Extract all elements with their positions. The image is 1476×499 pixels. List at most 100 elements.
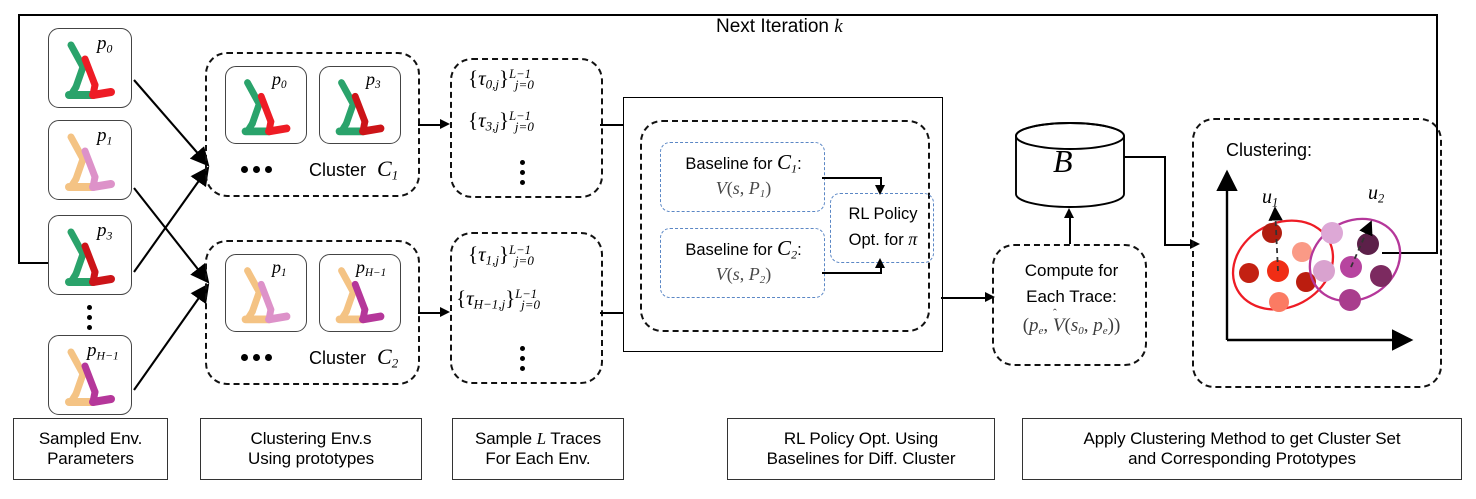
c1-to-traces-arrowhead: [440, 119, 450, 129]
cluster2-ellipsis: [241, 354, 272, 361]
caption-line1-post: Traces: [545, 428, 602, 448]
env-label-p3: p3: [97, 220, 113, 243]
baseline2-title: Baseline for C2:: [685, 236, 802, 262]
caption-line1: Clustering Env.s: [250, 428, 372, 448]
caption-line1: Apply Clustering Method to get Cluster S…: [1083, 428, 1401, 448]
walker-icon-c2-p1: [241, 267, 291, 324]
cluster1-env-box-p0[interactable]: p0: [225, 66, 307, 144]
page-title: Next Iteration k: [708, 16, 851, 38]
loop-left-line: [18, 14, 21, 264]
env-label-pH-1: pH−1: [87, 340, 119, 363]
caption-line2: Baselines for Diff. Cluster: [766, 449, 956, 468]
cluster2-env-box-p1[interactable]: p1: [225, 254, 307, 332]
caption-line2: For Each Env.: [485, 449, 591, 468]
trace-set-0: {τ0,j}L−1j=0: [468, 66, 534, 92]
buffer-to-clustering-arrowhead: [1190, 239, 1200, 249]
loop-right-bottom-line: [1382, 252, 1438, 255]
caption-line2: Using prototypes: [248, 449, 374, 468]
cluster2-env-box-pH-1[interactable]: pH−1: [319, 254, 401, 332]
caption-clustering-envs: Clustering Env.s Using prototypes: [200, 418, 422, 480]
compute-to-buffer-line: [1069, 214, 1072, 244]
caption-line1: RL Policy Opt. Using: [783, 428, 939, 448]
caption-sampled-env-parameters: Sampled Env. Parameters: [13, 418, 168, 480]
loop-top-line: [18, 14, 1438, 17]
baseline1-title: Baseline for C1:: [685, 150, 802, 176]
env-to-cluster-arrows: [133, 79, 210, 391]
traces-box-group2[interactable]: {τ1,j}L−1j=0 {τH−1,j}L−1j=0: [450, 232, 603, 384]
rl-to-compute-line: [941, 297, 989, 300]
page-title-text: Next Iteration: [716, 16, 835, 37]
env-list-ellipsis: [87, 305, 92, 330]
caption-rl-policy-opt: RL Policy Opt. Using Baselines for Diff.…: [727, 418, 995, 480]
env-label-p1: p1: [97, 125, 113, 148]
walker-icon-c1-p0: [241, 79, 291, 136]
env-box-p3[interactable]: p3: [48, 215, 132, 295]
c2-to-traces-line: [418, 312, 444, 315]
trace-set-3: {τ3,j}L−1j=0: [468, 108, 534, 134]
walker-icon-p3: [65, 228, 115, 286]
caption-line2: Parameters: [47, 449, 134, 468]
clustering-box[interactable]: [1192, 118, 1442, 388]
caption-sample-traces: Sample L Traces For Each Env.: [452, 418, 624, 480]
cluster1-ellipsis: [241, 166, 272, 173]
cluster1-env-label-p3: p3: [366, 69, 381, 92]
cluster-box-C1[interactable]: p0 p3 Cluster C1: [205, 52, 420, 197]
baseline-box-C2[interactable]: Baseline for C2: V(s, P2): [660, 228, 825, 298]
caption-line1-symbol: L: [536, 428, 546, 448]
traces-group1-ellipsis: [520, 160, 525, 185]
baseline1-to-policy-down: [880, 177, 883, 187]
walker-icon-c2-pH-1: [335, 267, 385, 324]
c2-to-traces-arrowhead: [440, 307, 450, 317]
cluster-box-C2[interactable]: p1 pH−1 Cluster C2: [205, 240, 420, 385]
trace-set-1: {τ1,j}L−1j=0: [468, 242, 534, 268]
buffer-to-clustering-line: [1164, 244, 1194, 247]
rl-policy-line2: Opt. for π: [848, 229, 918, 249]
caption-line1-pre: Sample: [474, 428, 537, 448]
baseline2-to-policy-up: [880, 264, 883, 274]
caption-apply-clustering: Apply Clustering Method to get Cluster S…: [1022, 418, 1462, 480]
rl-outer-box: [623, 97, 943, 352]
baseline2-to-policy-line: [822, 272, 882, 275]
compute-formula: (pe, V̂(s0, pe)): [1022, 315, 1121, 338]
walker-icon-pH-1: [65, 348, 115, 406]
walker-icon-p1: [65, 133, 115, 191]
env-box-p0[interactable]: p0: [48, 28, 132, 108]
rl-policy-box[interactable]: RL Policy Opt. for π: [830, 193, 934, 263]
traces1-out-line: [600, 124, 628, 127]
cluster2-label: Cluster C2: [309, 344, 399, 371]
cluster2-env-label-pH-1: pH−1: [356, 257, 387, 280]
cluster1-env-box-p3[interactable]: p3: [319, 66, 401, 144]
buffer-out-down-line: [1164, 156, 1167, 246]
baseline-box-C1[interactable]: Baseline for C1: V(s, P1): [660, 142, 825, 212]
cluster2-env-label-p1: p1: [272, 257, 287, 280]
traces-box-group1[interactable]: {τ0,j}L−1j=0 {τ3,j}L−1j=0: [450, 58, 603, 198]
compute-line1: Compute for: [1024, 261, 1119, 280]
page-title-symbol: k: [834, 16, 843, 37]
prototype-label-u1: u1: [1262, 186, 1279, 210]
traces2-out-line: [600, 312, 628, 315]
baseline2-to-policy-arrowhead: [875, 258, 885, 268]
clustering-scatter-plot: [1216, 169, 1414, 351]
buffer-out-line: [1124, 156, 1166, 159]
caption-line1: Sampled Env.: [38, 428, 143, 448]
walker-icon-c1-p3: [335, 79, 385, 136]
buffer-cylinder: [1015, 122, 1125, 208]
c1-to-traces-line: [418, 124, 444, 127]
compute-box[interactable]: Compute for Each Trace: (pe, V̂(s0, pe)): [992, 244, 1147, 366]
cluster1-label: Cluster C1: [309, 156, 399, 183]
env-label-p0: p0: [97, 33, 113, 56]
env-box-p1[interactable]: p1: [48, 120, 132, 200]
traces-group2-ellipsis: [520, 346, 525, 371]
trace-set-H-1: {τH−1,j}L−1j=0: [456, 286, 541, 312]
caption-line2: and Corresponding Prototypes: [1128, 449, 1356, 468]
baseline2-formula: V(s, P2): [715, 264, 772, 287]
compute-line2: Each Trace:: [1026, 287, 1117, 306]
env-box-pH-1[interactable]: pH−1: [48, 335, 132, 415]
clustering-plot-title: Clustering:: [1226, 140, 1313, 160]
cluster1-env-label-p0: p0: [272, 69, 287, 92]
buffer-symbol: B: [1053, 143, 1073, 179]
rl-dashed-box[interactable]: [640, 120, 930, 332]
compute-to-buffer-arrowhead: [1064, 208, 1074, 218]
baseline1-formula: V(s, P1): [715, 178, 772, 201]
